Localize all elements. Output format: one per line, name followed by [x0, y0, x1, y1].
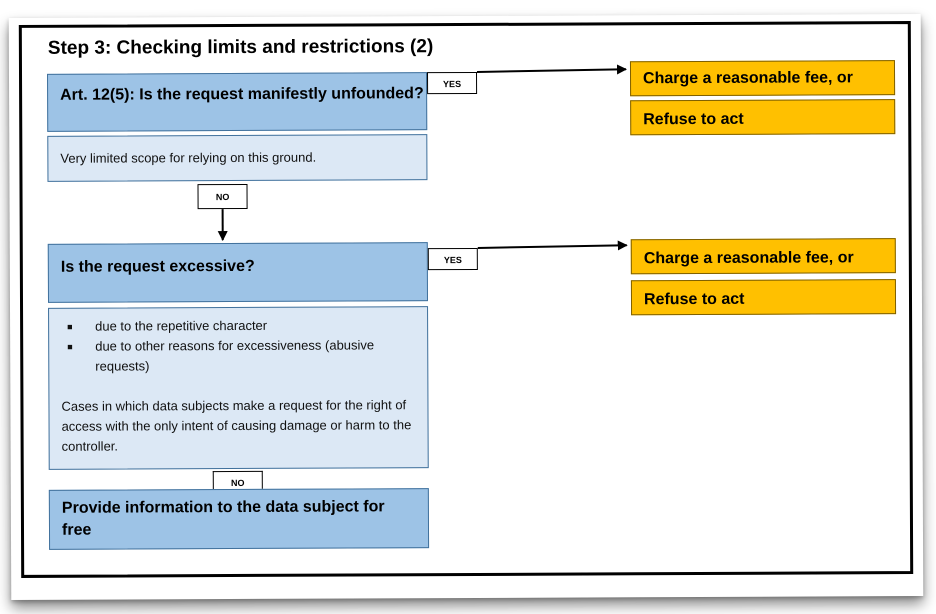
note-limited-scope: Very limited scope for relying on this g…	[47, 134, 428, 182]
square-bullet-icon: ■	[67, 341, 73, 352]
outcome-charge-fee-1: Charge a reasonable fee, or	[629, 60, 896, 97]
outcome-charge-fee-2: Charge a reasonable fee, or	[630, 238, 896, 275]
outcome-refuse-2: Refuse to act	[630, 279, 897, 316]
question-excessive: Is the request excessive?	[47, 242, 429, 303]
outcome-refuse-1: Refuse to act	[630, 99, 896, 136]
question-manifestly-unfounded: Art. 12(5): Is the request manifestly un…	[47, 72, 428, 132]
yes-label-2: YES	[427, 247, 478, 271]
yes-arrow-1	[476, 64, 627, 75]
no-label-1: NO	[197, 183, 248, 210]
bullet-item: ■ due to the repetitive character	[61, 315, 415, 337]
excessive-details: ■ due to the repetitive character ■ due …	[48, 306, 429, 470]
flowchart-frame: Step 3: Checking limits and restrictions…	[18, 21, 914, 578]
bullet-text: due to the repetitive character	[95, 317, 268, 334]
bullet-item: ■ due to other reasons for excessiveness…	[61, 335, 415, 377]
yes-label-1: YES	[427, 71, 478, 95]
final-provide-free: Provide information to the data subject …	[48, 488, 430, 550]
square-bullet-icon: ■	[67, 321, 73, 332]
no-label-2: NO	[212, 470, 263, 490]
abusive-request-paragraph: Cases in which data subjects make a requ…	[61, 397, 412, 454]
bullet-text: due to other reasons for excessiveness (…	[95, 337, 375, 374]
connector-arrows	[217, 64, 628, 251]
yes-arrow-2	[477, 240, 628, 251]
